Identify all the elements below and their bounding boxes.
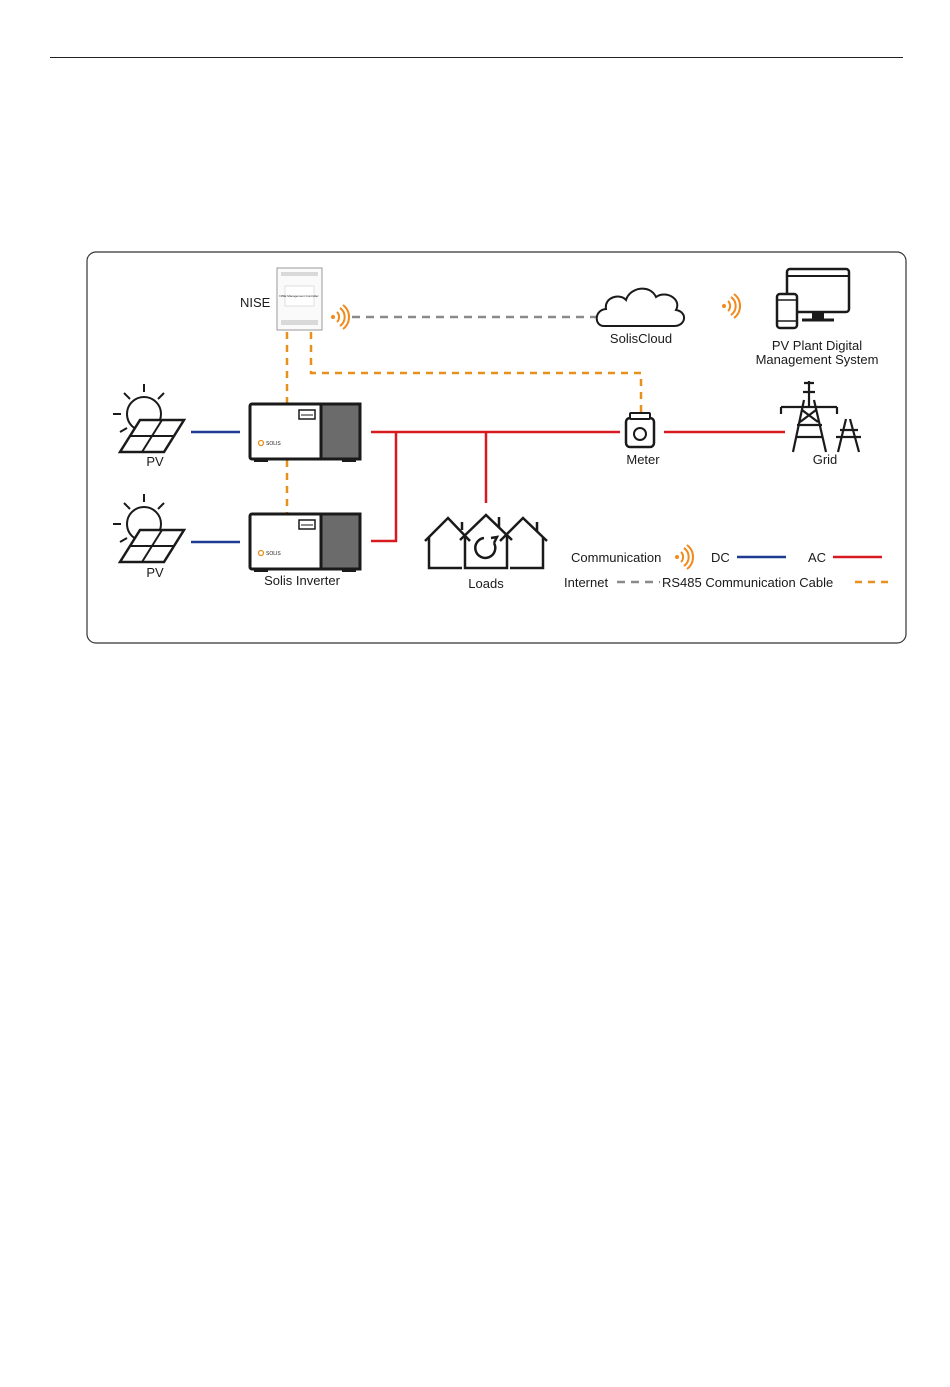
phone-icon (777, 294, 797, 328)
inverter-logo: SOLIS (266, 441, 281, 447)
rs485-nise-to-meter (311, 332, 641, 412)
pv-panel-icon (113, 494, 184, 562)
grid-tower-icon (781, 381, 861, 452)
inverter-logo: SOLIS (266, 551, 281, 557)
solis-cloud-label: SolisCloud (610, 331, 672, 346)
monitoring-label-line2: Management System (756, 352, 879, 367)
wifi-icon (331, 305, 349, 329)
legend-internet-label: Internet (564, 575, 608, 590)
nise-device: NISE Management Controller (277, 268, 322, 330)
inverter-bottom-icon: SOLIS (250, 514, 360, 572)
inverter-label: Solis Inverter (264, 573, 341, 588)
pv-label-top: PV (146, 454, 164, 469)
nise-device-text: NISE Management Controller (279, 294, 318, 298)
legend-ac-label: AC (808, 550, 826, 565)
meter-icon (626, 413, 654, 447)
legend-wifi-icon (675, 545, 693, 569)
ac-inverter-bottom (371, 432, 396, 541)
legend: Communication DC AC Internet RS485 Commu… (564, 545, 893, 590)
loads-houses-icon (425, 515, 547, 568)
loads-label: Loads (468, 576, 504, 591)
cloud-icon (597, 289, 684, 326)
legend-dc-label: DC (711, 550, 730, 565)
meter-label: Meter (626, 452, 660, 467)
inverter-top-icon: SOLIS (250, 404, 360, 462)
legend-communication-label: Communication (571, 550, 661, 565)
legend-rs485-label: RS485 Communication Cable (662, 575, 833, 590)
nise-label: NISE (240, 295, 271, 310)
monitoring-label-line1: PV Plant Digital (772, 338, 862, 353)
wifi-icon (722, 294, 740, 318)
pv-panel-icon (113, 384, 184, 452)
pv-label-bottom: PV (146, 565, 164, 580)
grid-label: Grid (813, 452, 838, 467)
